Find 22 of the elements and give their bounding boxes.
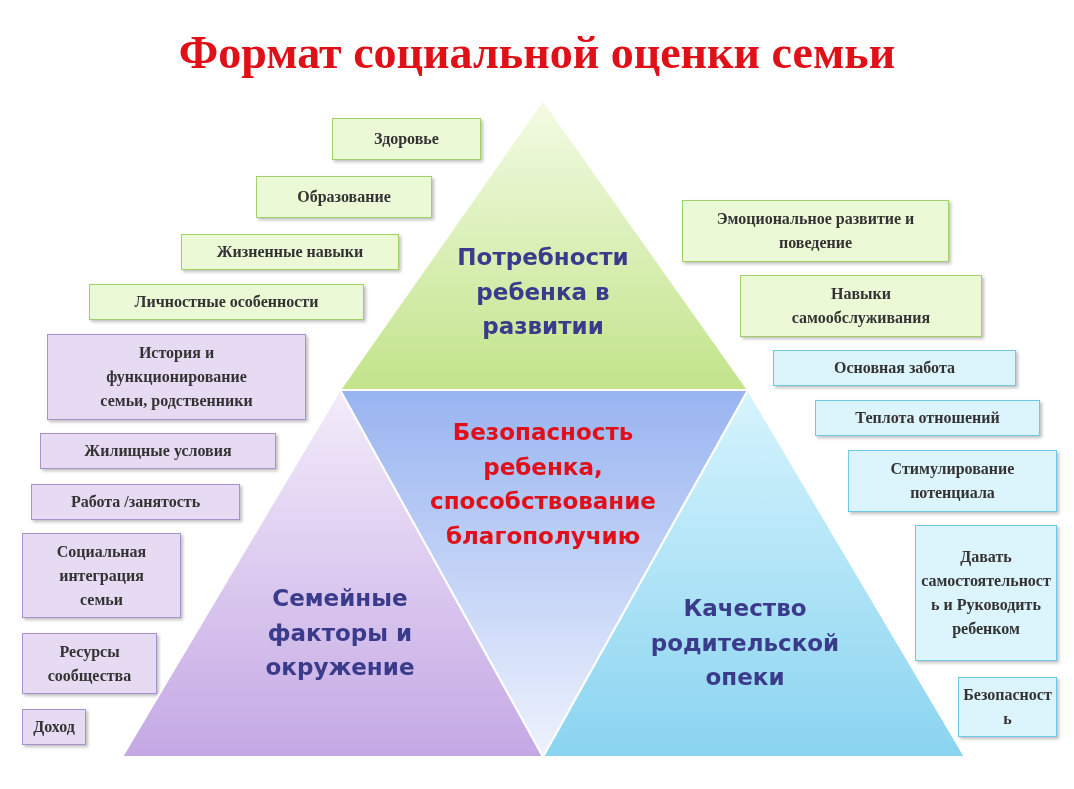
topic-box: Основная забота (773, 350, 1016, 386)
topic-box: Стимулирование потенциала (848, 450, 1057, 512)
segment-label: Безопасность ребенка, способствование благополучию (429, 418, 657, 551)
topic-box: Личностные особенности (89, 284, 364, 320)
segment-label: Качество родительской опеки (649, 594, 841, 693)
topic-box: Здоровье (332, 118, 481, 160)
topic-box: Работа /занятость (31, 484, 240, 520)
segment-label: Семейные факторы и окружение (264, 584, 416, 683)
topic-box: Жизненные навыки (181, 234, 399, 270)
topic-box: Навыки самообслуживания (740, 275, 982, 337)
topic-box: Социальная интеграция семьи (22, 533, 181, 618)
topic-box: Безопасность (958, 677, 1057, 737)
topic-box: Эмоциональное развитие и поведение (682, 200, 949, 262)
topic-box: История и функционирование семьи, родственники (47, 334, 306, 420)
topic-box: Образование (256, 176, 432, 218)
title: Формат социальной оценки семьи (177, 26, 897, 79)
topic-box: Доход (22, 709, 86, 745)
segment-label: Потребности ребенка в развитии (456, 243, 630, 342)
topic-box: Теплота отношений (815, 400, 1040, 436)
topic-box: Жилищные условия (40, 433, 276, 469)
topic-box: Давать самостоятельность и Руководить ребенком (915, 525, 1057, 661)
topic-box: Ресурсы сообщества (22, 633, 157, 694)
